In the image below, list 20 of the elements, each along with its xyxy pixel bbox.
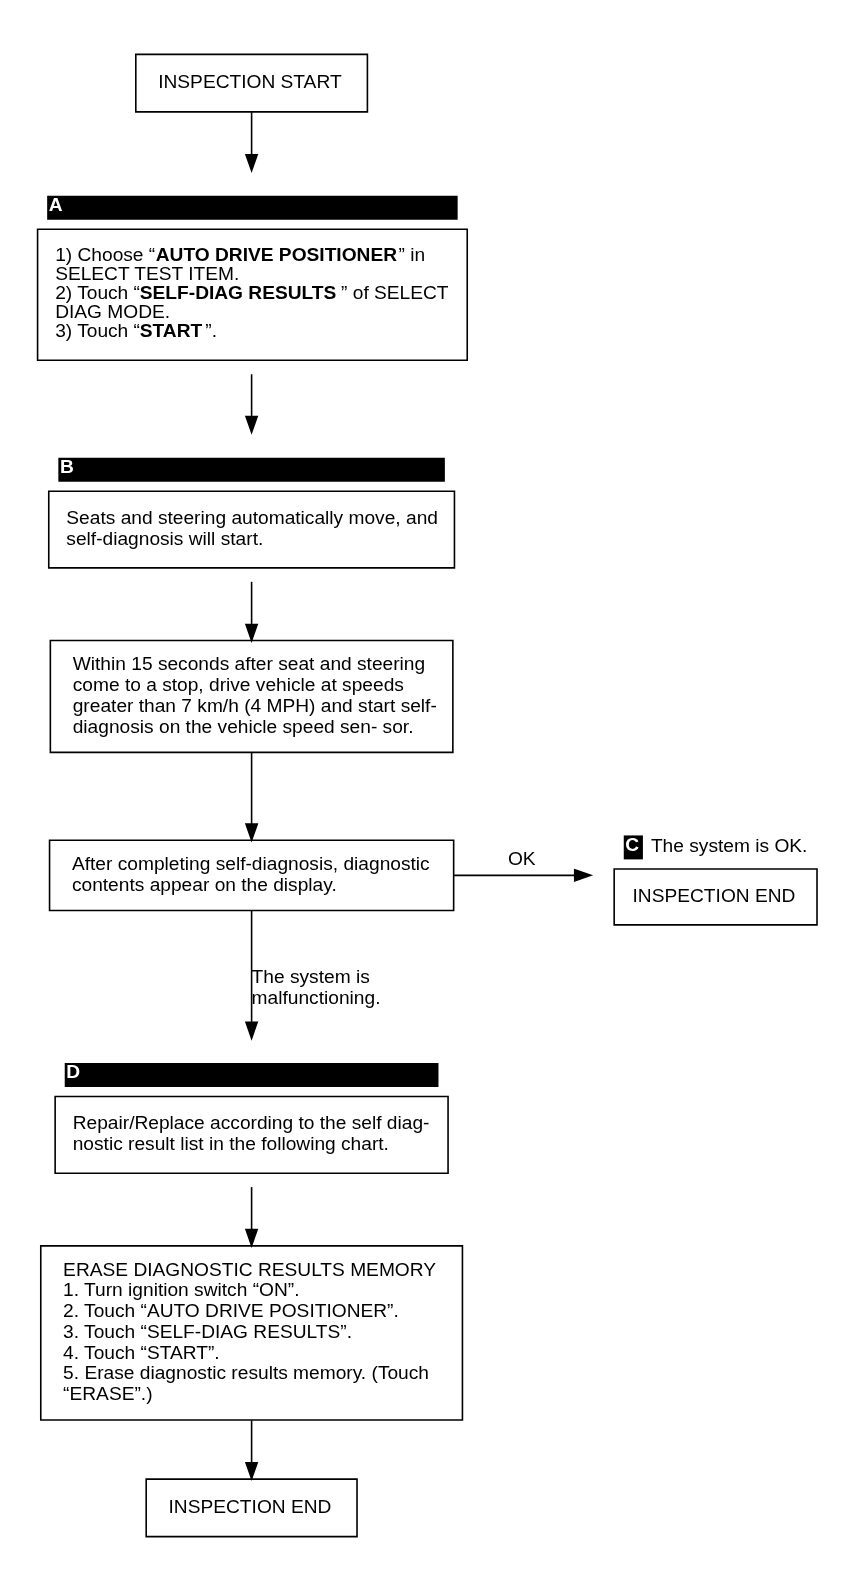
arrow bbox=[244, 111, 259, 174]
arrow bbox=[244, 910, 259, 1041]
arrow bbox=[244, 373, 259, 435]
node-label: D bbox=[66, 1061, 81, 1083]
edge-label: OK bbox=[507, 848, 536, 870]
arrow bbox=[244, 1186, 259, 1248]
arrow bbox=[244, 581, 259, 643]
node-label: The system is OK. bbox=[650, 835, 808, 857]
node-label: A bbox=[48, 194, 63, 216]
arrow bbox=[244, 751, 259, 843]
node-box: Within 15 seconds after seat and steering come to a stop, drive vehicle at speeds greater than 7 km/h (4 MPH) and start self-diagnosis on the vehicle speed sen- sor. bbox=[49, 639, 454, 754]
arrow bbox=[453, 868, 594, 883]
node-label: C bbox=[625, 833, 640, 855]
edge-label: The system is malfunctioning. bbox=[251, 966, 381, 1009]
node-box: After completing self-diagnosis, diagnostic contents appear on the display. bbox=[48, 839, 455, 912]
node-label: B bbox=[59, 456, 74, 478]
arrow bbox=[244, 1419, 259, 1482]
node-box: ERASE DIAGNOSTIC RESULTS MEMORY 1. Turn ignition switch “ON”. 2. Touch “AUTO DRIVE POSITIONER”. 3. Touch “SELF-DIAG RESULTS”. 4. Touch “START”. 5. Erase diagnostic results memory. (Touch “ERASE”.) bbox=[39, 1245, 464, 1421]
node-box: INSPECTION START bbox=[135, 53, 369, 113]
node-box: INSPECTION END bbox=[145, 1478, 358, 1538]
